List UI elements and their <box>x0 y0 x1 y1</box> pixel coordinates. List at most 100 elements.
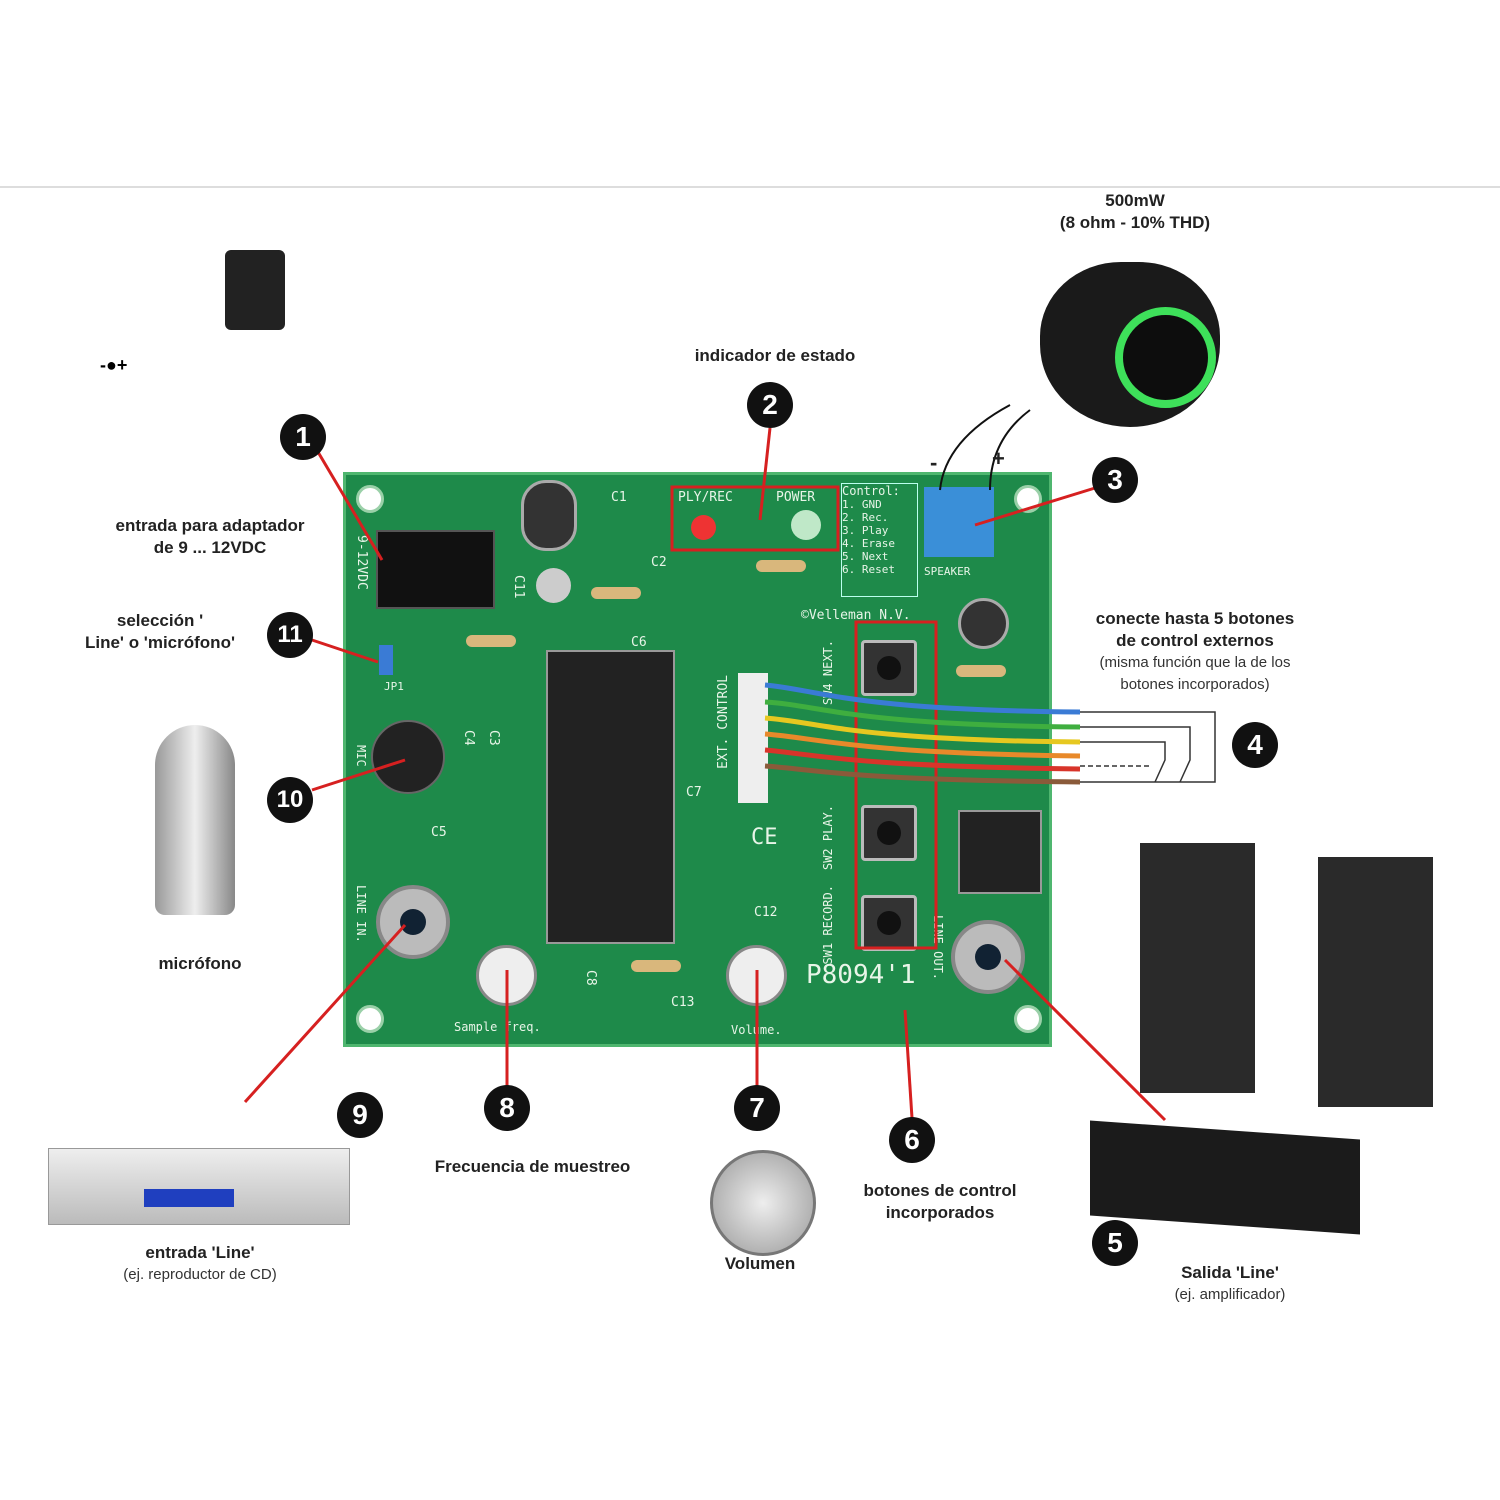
callout-number-2: 2 <box>747 382 793 428</box>
volume-label: Volumen <box>724 1254 796 1273</box>
mount-hole <box>356 1005 384 1033</box>
button-sw4-next[interactable] <box>861 640 917 696</box>
pcb-label: C13 <box>671 995 695 1010</box>
minus-sign: - <box>930 450 938 475</box>
pcb-label: C7 <box>686 785 702 800</box>
cd-player-image <box>48 1148 350 1225</box>
pcb-label: C1 <box>611 490 627 505</box>
capacitor <box>521 480 577 551</box>
dc-power-jack <box>376 530 495 609</box>
speaker-image <box>1040 262 1220 427</box>
external-line1: conecte hasta 5 botones <box>1095 609 1295 628</box>
control-pinout: Control: 1. GND 2. Rec. 3. Play 4. Erase… <box>841 483 918 597</box>
jumper-jp1 <box>379 645 393 675</box>
line-out-jack <box>951 920 1025 994</box>
mount-hole <box>1014 485 1042 513</box>
resistor <box>631 960 681 972</box>
adapter-label: entrada para adaptador de 9 ... 12VDC <box>85 515 335 559</box>
buttons-label: botones de control incorporados <box>830 1180 1050 1224</box>
external-line2: de control externos <box>1116 631 1274 650</box>
line-in-label: entrada 'Line'(ej. reproductor de CD) <box>80 1242 320 1286</box>
mount-hole <box>356 485 384 513</box>
ic-chip-small <box>958 810 1042 894</box>
pcb-label: C8 <box>583 970 598 986</box>
callout-line-1 <box>316 451 384 561</box>
pcb-label: C12 <box>754 905 778 920</box>
pcb-label: 9-12VDC <box>354 535 369 590</box>
ic-chip <box>546 650 675 944</box>
pcb-label: CE <box>751 825 778 850</box>
ext-control-connector <box>738 673 768 803</box>
pcb-label: 2. Rec. <box>842 511 889 524</box>
pcb-label: C3 <box>486 730 501 746</box>
callout-line-5 <box>1003 958 1167 1122</box>
speaker-wires <box>939 404 1031 491</box>
pcb-label: Sample freq. <box>454 1020 541 1034</box>
loudspeaker-left <box>1140 843 1255 1093</box>
resistor <box>956 665 1006 677</box>
microphone-label: micrófono <box>158 954 242 973</box>
pcb-label: LINE IN. <box>354 885 368 943</box>
callout-line-11 <box>311 638 379 664</box>
selection-line1: selección ' <box>116 611 204 630</box>
button-sw1-record[interactable] <box>861 895 917 951</box>
resistor <box>756 560 806 572</box>
callout-number-3: 3 <box>1092 457 1138 503</box>
callout-line-10 <box>311 758 406 792</box>
callout-number-5: 5 <box>1092 1220 1138 1266</box>
ext-wires <box>764 682 1081 785</box>
speaker-spec: (8 ohm - 10% THD) <box>1059 213 1211 232</box>
microphone-image <box>155 725 235 915</box>
pcb-label: 1. GND <box>842 498 882 511</box>
pcb-board: 9-12VDC PLY/REC POWER Control: 1. GND 2.… <box>343 472 1052 1047</box>
callout-number-7: 7 <box>734 1085 780 1131</box>
capacitor <box>536 568 571 603</box>
pcb-label: 3. Play <box>842 524 889 537</box>
pcb-label: MIC <box>354 745 368 767</box>
pcb-label: C4 <box>461 730 476 746</box>
status-indicator-label: indicador de estado <box>694 346 856 365</box>
callout-number-1: 1 <box>280 414 326 460</box>
external-buttons-label: conecte hasta 5 botones de control extern… <box>1060 608 1330 696</box>
buttons-line2: incorporados <box>885 1203 995 1222</box>
pcb-label: P8094'1 <box>806 960 916 990</box>
callout-number-9: 9 <box>337 1092 383 1138</box>
pcb-label: POWER <box>776 490 816 505</box>
callout-number-10: 10 <box>267 777 313 823</box>
led-play-rec <box>691 515 716 540</box>
pcb-label: 4. Erase <box>842 537 895 550</box>
pcb-label: C11 <box>511 575 526 599</box>
power-adapter-image <box>225 250 285 330</box>
adapter-line2: de 9 ... 12VDC <box>153 538 267 557</box>
selection-line2: Line' o 'micrófono' <box>84 633 235 652</box>
selection-label: selección ' Line' o 'micrófono' <box>60 610 260 654</box>
pcb-label: C6 <box>631 635 647 650</box>
pcb-label: 6. Reset <box>842 563 895 576</box>
ext-switches <box>1080 711 1216 783</box>
microphone-capsule <box>371 720 445 794</box>
button-sw2-play[interactable] <box>861 805 917 861</box>
amplifier-image <box>1090 1120 1360 1235</box>
status-highlight-box <box>670 485 840 552</box>
line-out-label: Salida 'Line'(ej. amplificador) <box>1120 1262 1340 1306</box>
external-line4: botones incorporados) <box>1120 676 1270 693</box>
sample-freq-label: Frecuencia de muestreo <box>434 1157 631 1176</box>
speaker-label: 500mW(8 ohm - 10% THD) <box>1030 190 1240 234</box>
pcb-label: SPEAKER <box>924 565 971 578</box>
callout-number-8: 8 <box>484 1085 530 1131</box>
capacitor <box>958 598 1009 649</box>
pcb-label: C5 <box>431 825 447 840</box>
loudspeaker-right <box>1318 857 1433 1107</box>
mount-hole <box>1014 1005 1042 1033</box>
pcb-label: JP1 <box>384 680 404 693</box>
external-line3: (misma función que la de los <box>1099 654 1291 671</box>
adapter-line1: entrada para adaptador <box>115 516 305 535</box>
plus-sign: + <box>992 446 1005 471</box>
callout-line-6 <box>903 1009 914 1119</box>
divider <box>0 186 1500 188</box>
callout-number-4: 4 <box>1232 722 1278 768</box>
buttons-line1: botones de control <box>863 1181 1017 1200</box>
callout-line-9 <box>243 923 407 1104</box>
callout-number-6: 6 <box>889 1117 935 1163</box>
